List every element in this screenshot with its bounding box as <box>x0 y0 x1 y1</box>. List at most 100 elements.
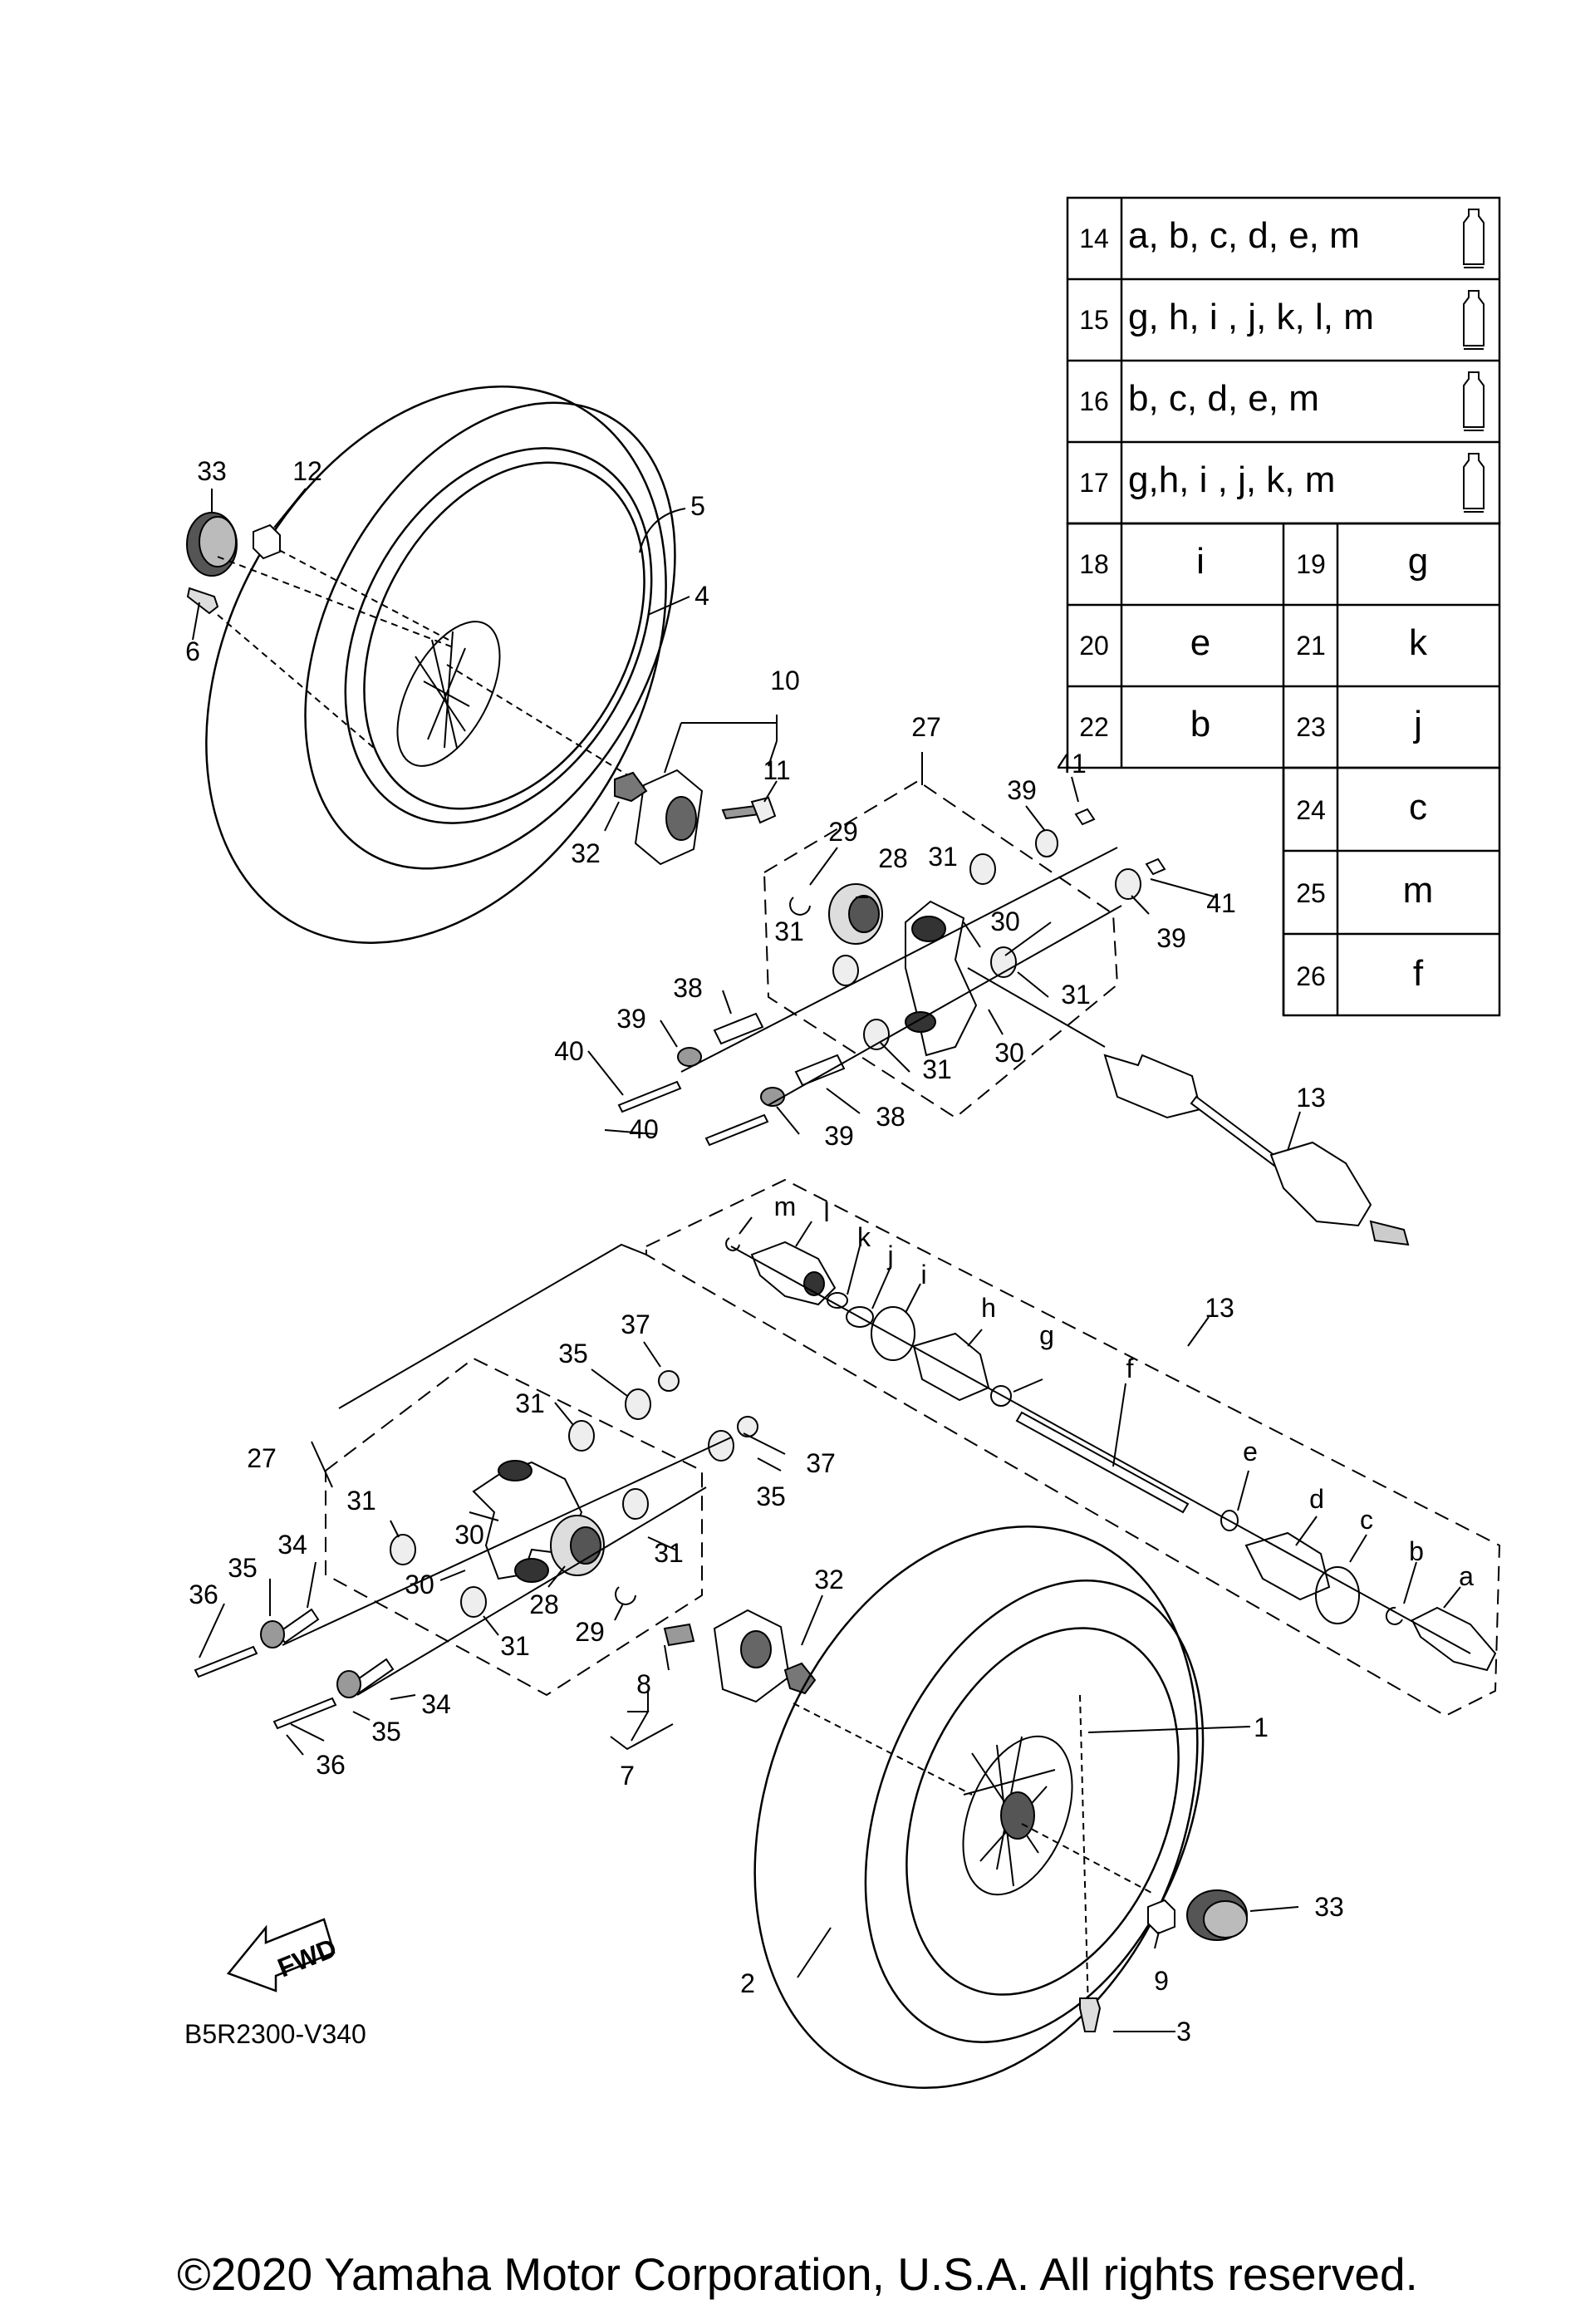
lower-dashed-leaders <box>793 1694 1156 2012</box>
grease-tube-icon <box>1463 453 1485 513</box>
callout-31: 31 <box>922 1054 952 1084</box>
callout-39: 39 <box>616 1004 646 1034</box>
callout-h: h <box>981 1293 996 1323</box>
hub-lower <box>663 1609 817 1703</box>
callout-35: 35 <box>371 1717 401 1747</box>
grease-tube-icon <box>1463 290 1485 350</box>
callout-g: g <box>1039 1320 1054 1350</box>
kit-parts: g, h, i , j, k, l, m <box>1128 297 1374 337</box>
kit-table <box>1066 196 1501 1017</box>
lower-wheel-spokes <box>962 1735 1073 1896</box>
part-number: 24 <box>1296 795 1326 825</box>
callout-29: 29 <box>575 1617 605 1647</box>
bushings-lower <box>390 1370 758 1618</box>
kit-number: 15 <box>1079 305 1109 335</box>
part-number: 22 <box>1079 712 1109 742</box>
part-number: 20 <box>1079 631 1109 661</box>
knuckle-group-lower-box <box>325 1357 703 1697</box>
callout-38: 38 <box>876 1102 905 1132</box>
callout-5: 5 <box>690 491 705 521</box>
lower-axis-lines <box>282 1437 732 1696</box>
callout-29: 29 <box>828 817 858 847</box>
callout-12: 12 <box>292 456 322 486</box>
callout-j: j <box>886 1241 893 1270</box>
drive-shaft-upper <box>1103 1054 1410 1246</box>
callout-m: m <box>774 1191 797 1221</box>
grease-tube-icon <box>1463 371 1485 431</box>
knuckle-group-lower-outline <box>338 1243 647 1409</box>
callout-30: 30 <box>990 907 1020 936</box>
callout-36: 36 <box>189 1580 218 1609</box>
upper-tire <box>205 386 676 944</box>
callout-40: 40 <box>554 1036 584 1066</box>
callout-32: 32 <box>571 838 601 868</box>
callout-35: 35 <box>558 1339 588 1368</box>
callout-31: 31 <box>500 1631 530 1661</box>
callout-37: 37 <box>806 1448 836 1478</box>
part-number: 25 <box>1296 878 1326 908</box>
callout-33: 33 <box>1314 1892 1344 1922</box>
callout-e: e <box>1243 1437 1258 1467</box>
kit-number: 17 <box>1079 468 1109 498</box>
callout-34: 34 <box>421 1689 451 1719</box>
wheel-cap-upper <box>186 512 238 577</box>
callout-2: 2 <box>740 1968 755 1998</box>
callout-c: c <box>1360 1505 1373 1535</box>
callout-28: 28 <box>529 1589 559 1619</box>
callout-36: 36 <box>316 1750 346 1780</box>
callout-27: 27 <box>911 712 941 742</box>
drive-shaft-parts <box>725 1237 1497 1672</box>
callout-6: 6 <box>185 636 200 666</box>
wheel-nut-lower <box>1147 1899 1175 1935</box>
wheel-nut-upper <box>253 523 281 560</box>
part-number: 23 <box>1296 712 1326 742</box>
callout-34: 34 <box>277 1530 307 1560</box>
callout-28: 28 <box>878 843 908 873</box>
callout-4: 4 <box>694 581 709 611</box>
callout-38: 38 <box>673 973 703 1003</box>
callout-a: a <box>1459 1561 1474 1591</box>
part-letter: e <box>1190 622 1210 663</box>
hub-upper <box>614 769 777 866</box>
part-number: 26 <box>1296 961 1326 991</box>
callout-3: 3 <box>1176 2017 1191 2046</box>
shafts-lower <box>194 1608 395 1730</box>
part-letter: b <box>1190 704 1210 744</box>
part-number: 21 <box>1296 631 1326 661</box>
callout-32: 32 <box>814 1565 844 1594</box>
valve-stem-lower <box>1079 1997 1102 2032</box>
part-letter: g <box>1408 541 1428 582</box>
callout-39: 39 <box>1007 775 1037 805</box>
callout-f: f <box>1126 1354 1134 1383</box>
callout-11: 11 <box>763 755 790 785</box>
upper-axis-lines <box>680 847 1122 1106</box>
callout-1: 1 <box>1254 1712 1269 1742</box>
part-number: 18 <box>1079 549 1109 579</box>
bushings-upper <box>789 829 1141 1050</box>
callout-31: 31 <box>515 1388 545 1418</box>
part-letter: k <box>1409 622 1428 663</box>
callout-35: 35 <box>756 1481 786 1511</box>
callout-b: b <box>1409 1536 1424 1566</box>
part-letter: f <box>1413 953 1424 994</box>
upper-wheel-spokes <box>396 621 501 767</box>
callout-9: 9 <box>1154 1966 1169 1996</box>
wheel-cap-lower <box>1186 1889 1248 1941</box>
knuckle-lower <box>472 1460 605 1583</box>
kit-parts: b, c, d, e, m <box>1128 378 1319 419</box>
callout-33: 33 <box>197 456 227 486</box>
callout-31: 31 <box>774 916 804 946</box>
callout-k: k <box>857 1222 871 1252</box>
fwd-arrow-icon <box>226 1918 336 1992</box>
callout-40: 40 <box>629 1114 659 1144</box>
kit-parts: g,h, i , j, k, m <box>1128 459 1335 500</box>
kit-number: 16 <box>1079 386 1109 416</box>
callout-35: 35 <box>228 1553 258 1583</box>
kit-number: 14 <box>1079 224 1109 253</box>
shafts-upper <box>617 808 1166 1147</box>
part-number: 19 <box>1296 549 1326 579</box>
kit-parts: a, b, c, d, e, m <box>1128 215 1360 256</box>
lower-tire <box>753 1525 1205 2090</box>
callout-10: 10 <box>770 666 800 695</box>
